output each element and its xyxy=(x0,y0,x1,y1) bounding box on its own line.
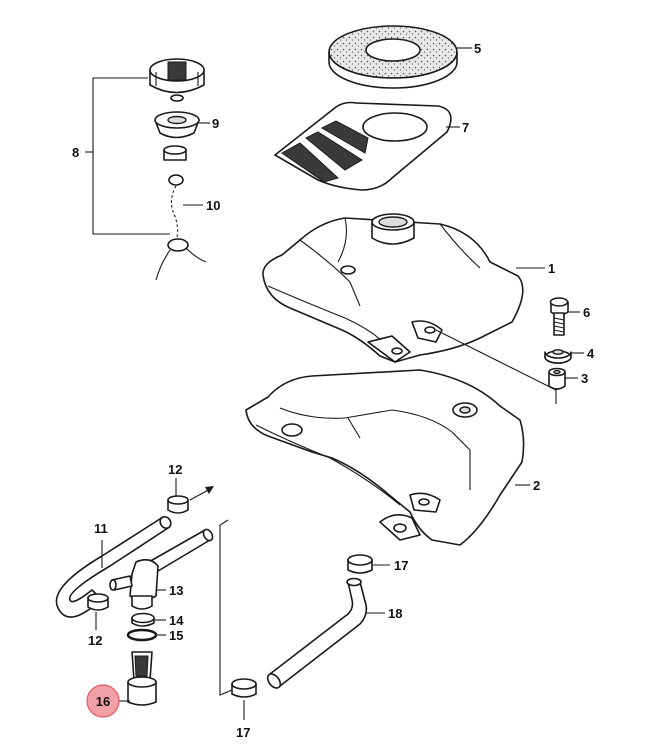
callout-3: 3 xyxy=(581,371,588,386)
gasket-ring-part xyxy=(328,25,458,89)
callout-6: 5 xyxy=(474,41,481,56)
callout-13: 13 xyxy=(169,583,183,598)
fuel-tank-lower-part xyxy=(245,369,525,546)
callout-17-bottom: 17 xyxy=(236,725,250,740)
callout-11: 11 xyxy=(94,521,108,536)
strainer-fitting-part xyxy=(127,651,157,706)
callout-7: 7 xyxy=(462,120,469,135)
callout-12-upper: 12 xyxy=(168,462,182,477)
clamp-part-upper xyxy=(167,495,189,514)
clamp-part-lower xyxy=(87,593,109,611)
callout-16: 16 xyxy=(96,694,110,709)
tank-cover-plate-part xyxy=(274,101,452,191)
bolt-part xyxy=(549,297,569,336)
callout-12-lower: 12 xyxy=(88,633,102,648)
callout-14: 14 xyxy=(169,613,184,628)
spacer-part xyxy=(548,367,566,390)
valve-washer-part xyxy=(131,612,155,627)
callout-10: 10 xyxy=(206,198,220,213)
callout-labels: 5 7 1 6 4 3 2 9 8 10 12 11 13 17 18 14 1… xyxy=(72,41,595,740)
clamp-part-right xyxy=(347,554,373,574)
hose-right-part xyxy=(266,577,368,689)
callout-2: 2 xyxy=(533,478,540,493)
callout-16-highlight[interactable]: 16 xyxy=(86,684,130,718)
callout-17-right: 17 xyxy=(394,558,408,573)
callout-8: 8 xyxy=(72,145,79,160)
washer-part xyxy=(544,349,572,364)
fuel-valve-part xyxy=(109,528,214,610)
fuel-cap-assembly xyxy=(149,58,207,281)
fuel-tank-upper-part xyxy=(262,213,524,363)
leader-lines xyxy=(85,47,584,720)
callout-5: 6 xyxy=(583,305,590,320)
callout-1: 1 xyxy=(548,261,555,276)
callout-9: 9 xyxy=(212,116,219,131)
callout-15: 15 xyxy=(169,628,183,643)
callout-4: 4 xyxy=(587,346,595,361)
clamp-part-bottom xyxy=(231,678,257,698)
o-ring-part xyxy=(126,628,158,642)
callout-18: 18 xyxy=(388,606,402,621)
